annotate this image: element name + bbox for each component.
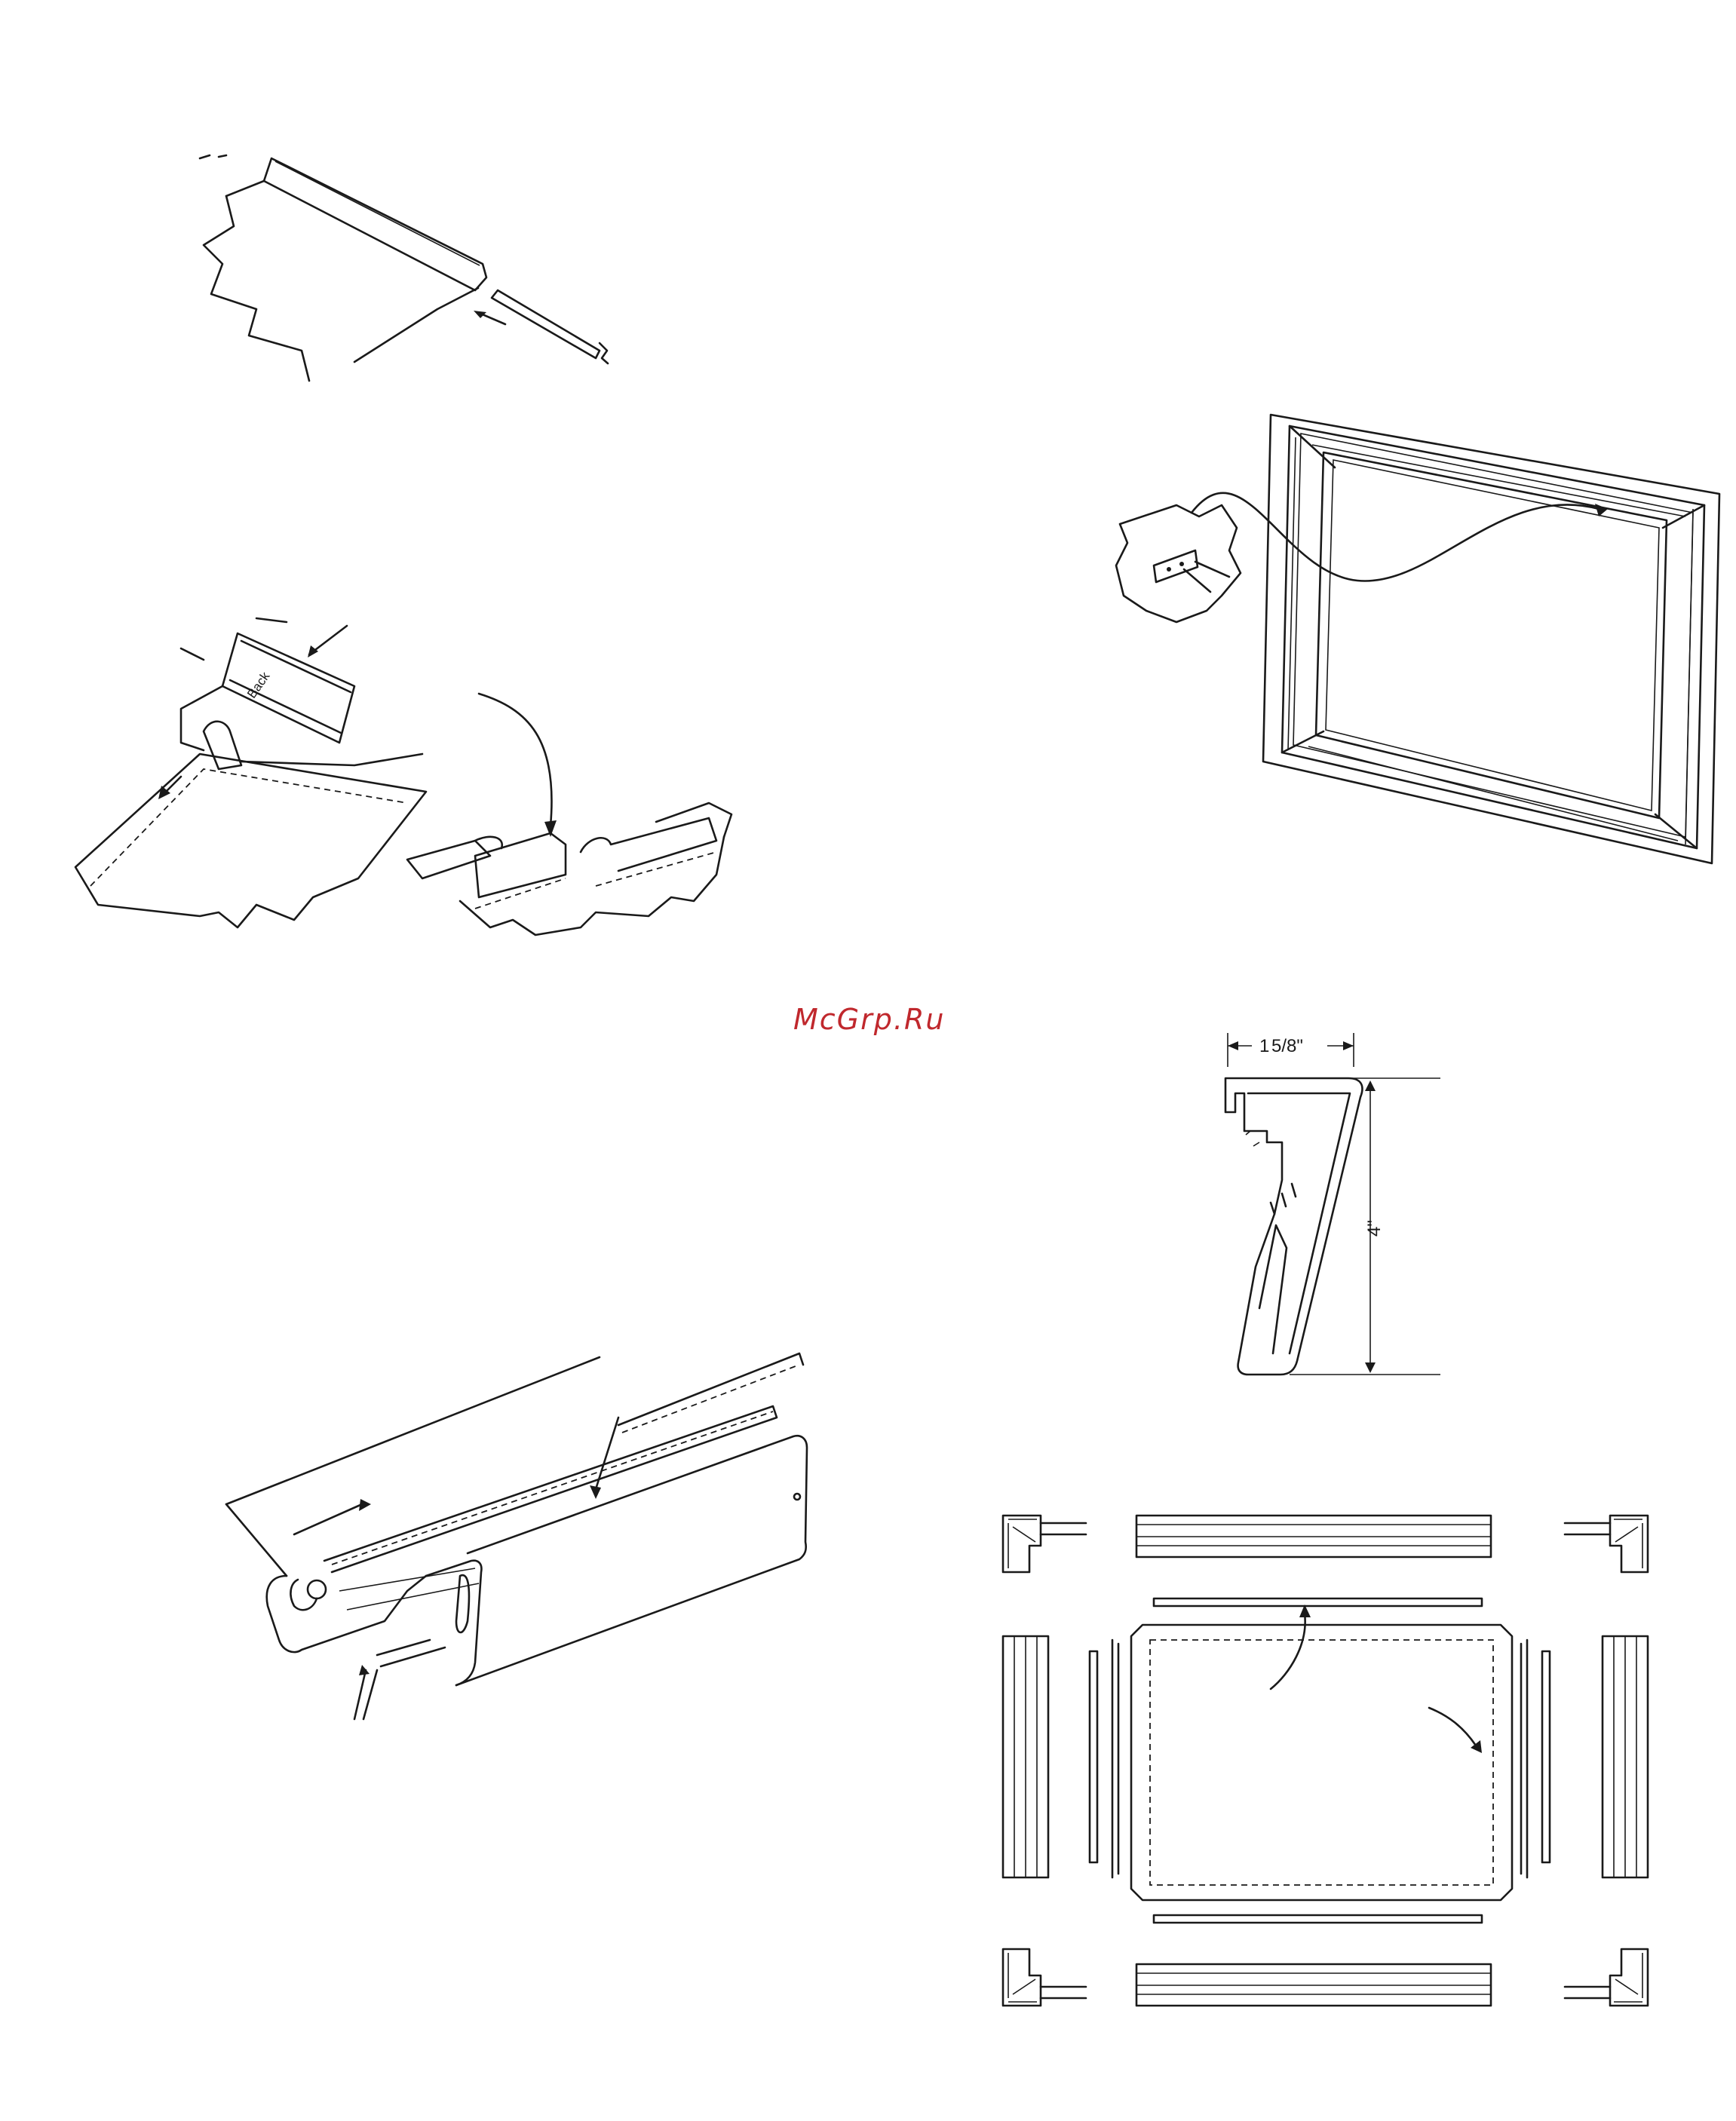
watermark: McGrp.Ru: [793, 1003, 945, 1036]
extrusion-profile-figure: 1 5/8" 4": [1214, 1022, 1463, 1391]
profile-height-label: 4": [1364, 1220, 1385, 1237]
extrusion-fabric-figure: [226, 1350, 814, 1742]
profile-width-whole: 1: [1259, 1036, 1269, 1056]
extrusion-back-figure: Back: [68, 618, 769, 988]
profile-width-fraction: 5/8": [1271, 1036, 1303, 1056]
frame-hook-figure: [1109, 407, 1719, 920]
exploded-frame-figure: [999, 1508, 1652, 2013]
back-label: Back: [244, 669, 273, 700]
fabric-roll-rod-figure: [189, 151, 633, 400]
